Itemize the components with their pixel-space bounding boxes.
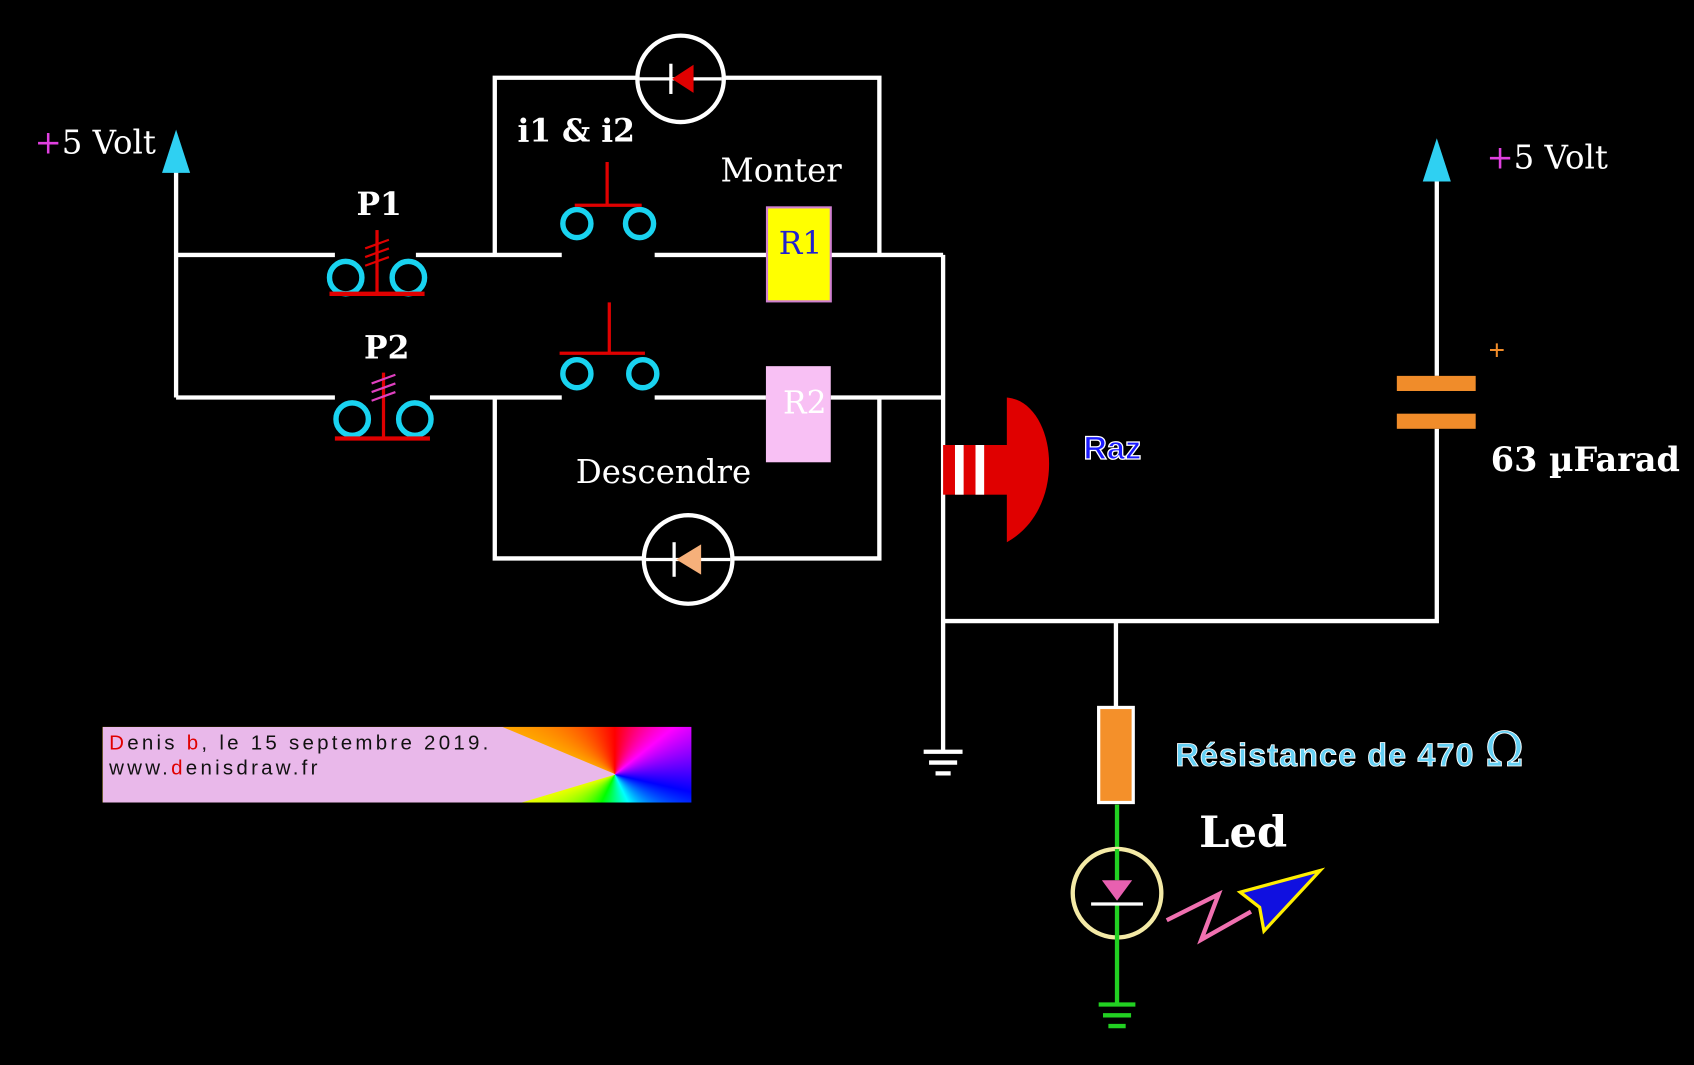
diode-top (635, 33, 726, 125)
left-supply-arrow-icon (162, 129, 191, 173)
relay-r2-label: R2 (783, 386, 827, 422)
signature-segment: enis (127, 732, 187, 755)
led-label: Led (1199, 807, 1287, 858)
led-triangle-icon (1101, 880, 1133, 901)
signature-segment: www. (109, 757, 172, 780)
capacitor-polarity: + (1489, 335, 1505, 366)
left-supply-plus: + (35, 123, 62, 161)
p2-label: P2 (364, 331, 409, 367)
pushbutton-p1 (326, 230, 428, 297)
p1-label: P1 (356, 187, 401, 223)
spring-icon (364, 238, 390, 267)
wire-to-capacitor (943, 428, 1439, 624)
signature-text: Denis b, le 15 septembre 2019. www.denis… (109, 731, 492, 781)
switch-actuator (559, 302, 645, 355)
ohm-symbol: Ω (1485, 723, 1525, 778)
signature-banner: Denis b, le 15 septembre 2019. www.denis… (102, 726, 692, 803)
light-arrow-icon (1236, 867, 1326, 935)
spring-icon (371, 373, 396, 402)
led (1070, 846, 1164, 940)
capacitor-label: 63 µFarad (1491, 440, 1680, 479)
right-supply-arrow-icon (1422, 138, 1451, 182)
diode-triangle-icon (671, 64, 694, 93)
up-label: Monter (721, 151, 843, 189)
resistor (1097, 705, 1135, 805)
reset-button (943, 397, 1050, 543)
right-supply-label: +5 Volt (1486, 138, 1607, 176)
contact-icon (560, 356, 594, 391)
signature-segment: d (171, 757, 186, 780)
reset-label: Raz (1084, 430, 1142, 466)
ground-icon (923, 749, 963, 776)
signature-segment: b (186, 732, 202, 755)
capacitor-plate (1396, 375, 1476, 391)
left-supply-text: 5 Volt (62, 123, 156, 161)
capacitor-plate (1396, 413, 1476, 429)
relay-r1-label: R1 (779, 226, 823, 262)
contact-icon (626, 356, 660, 391)
signature-line-1: Denis b, le 15 septembre 2019. (109, 731, 492, 756)
diode-bottom (641, 513, 735, 606)
signature-line-2: www.denisdraw.fr (109, 756, 492, 781)
ground-icon (1098, 1002, 1136, 1029)
light-zigzag-icon (1165, 889, 1253, 945)
switch-actuator (574, 162, 642, 207)
signature-segment: D (109, 732, 128, 755)
switch-i1 (560, 162, 657, 241)
signature-segment: , le 15 septembre 2019. (201, 732, 492, 755)
reset-head (1006, 397, 1050, 543)
down-label: Descendre (576, 453, 751, 491)
contact-icon (326, 258, 365, 297)
relay-r2 (765, 366, 831, 463)
contact-icon (333, 400, 372, 438)
right-supply-text: 5 Volt (1514, 138, 1608, 176)
switch-label: i1 & i2 (517, 113, 634, 149)
signature-segment: enisdraw.fr (185, 757, 321, 780)
contact-icon (395, 400, 434, 438)
resistor-label-text: Résistance de 470 (1175, 737, 1484, 773)
contact-icon (560, 206, 594, 241)
switch-i2 (559, 302, 660, 391)
relay-r1 (765, 206, 832, 303)
diode-triangle-icon (676, 544, 702, 575)
reset-stripe (954, 445, 964, 495)
reset-stripe (975, 445, 985, 495)
signature-banner-background (102, 726, 616, 803)
contact-icon (389, 258, 428, 297)
right-supply-plus: + (1486, 138, 1513, 176)
resistor-label: Résistance de 470 Ω (1175, 723, 1525, 778)
pushbutton-p2 (333, 372, 434, 441)
contact-icon (622, 206, 657, 241)
left-supply-label: +5 Volt (35, 123, 156, 161)
